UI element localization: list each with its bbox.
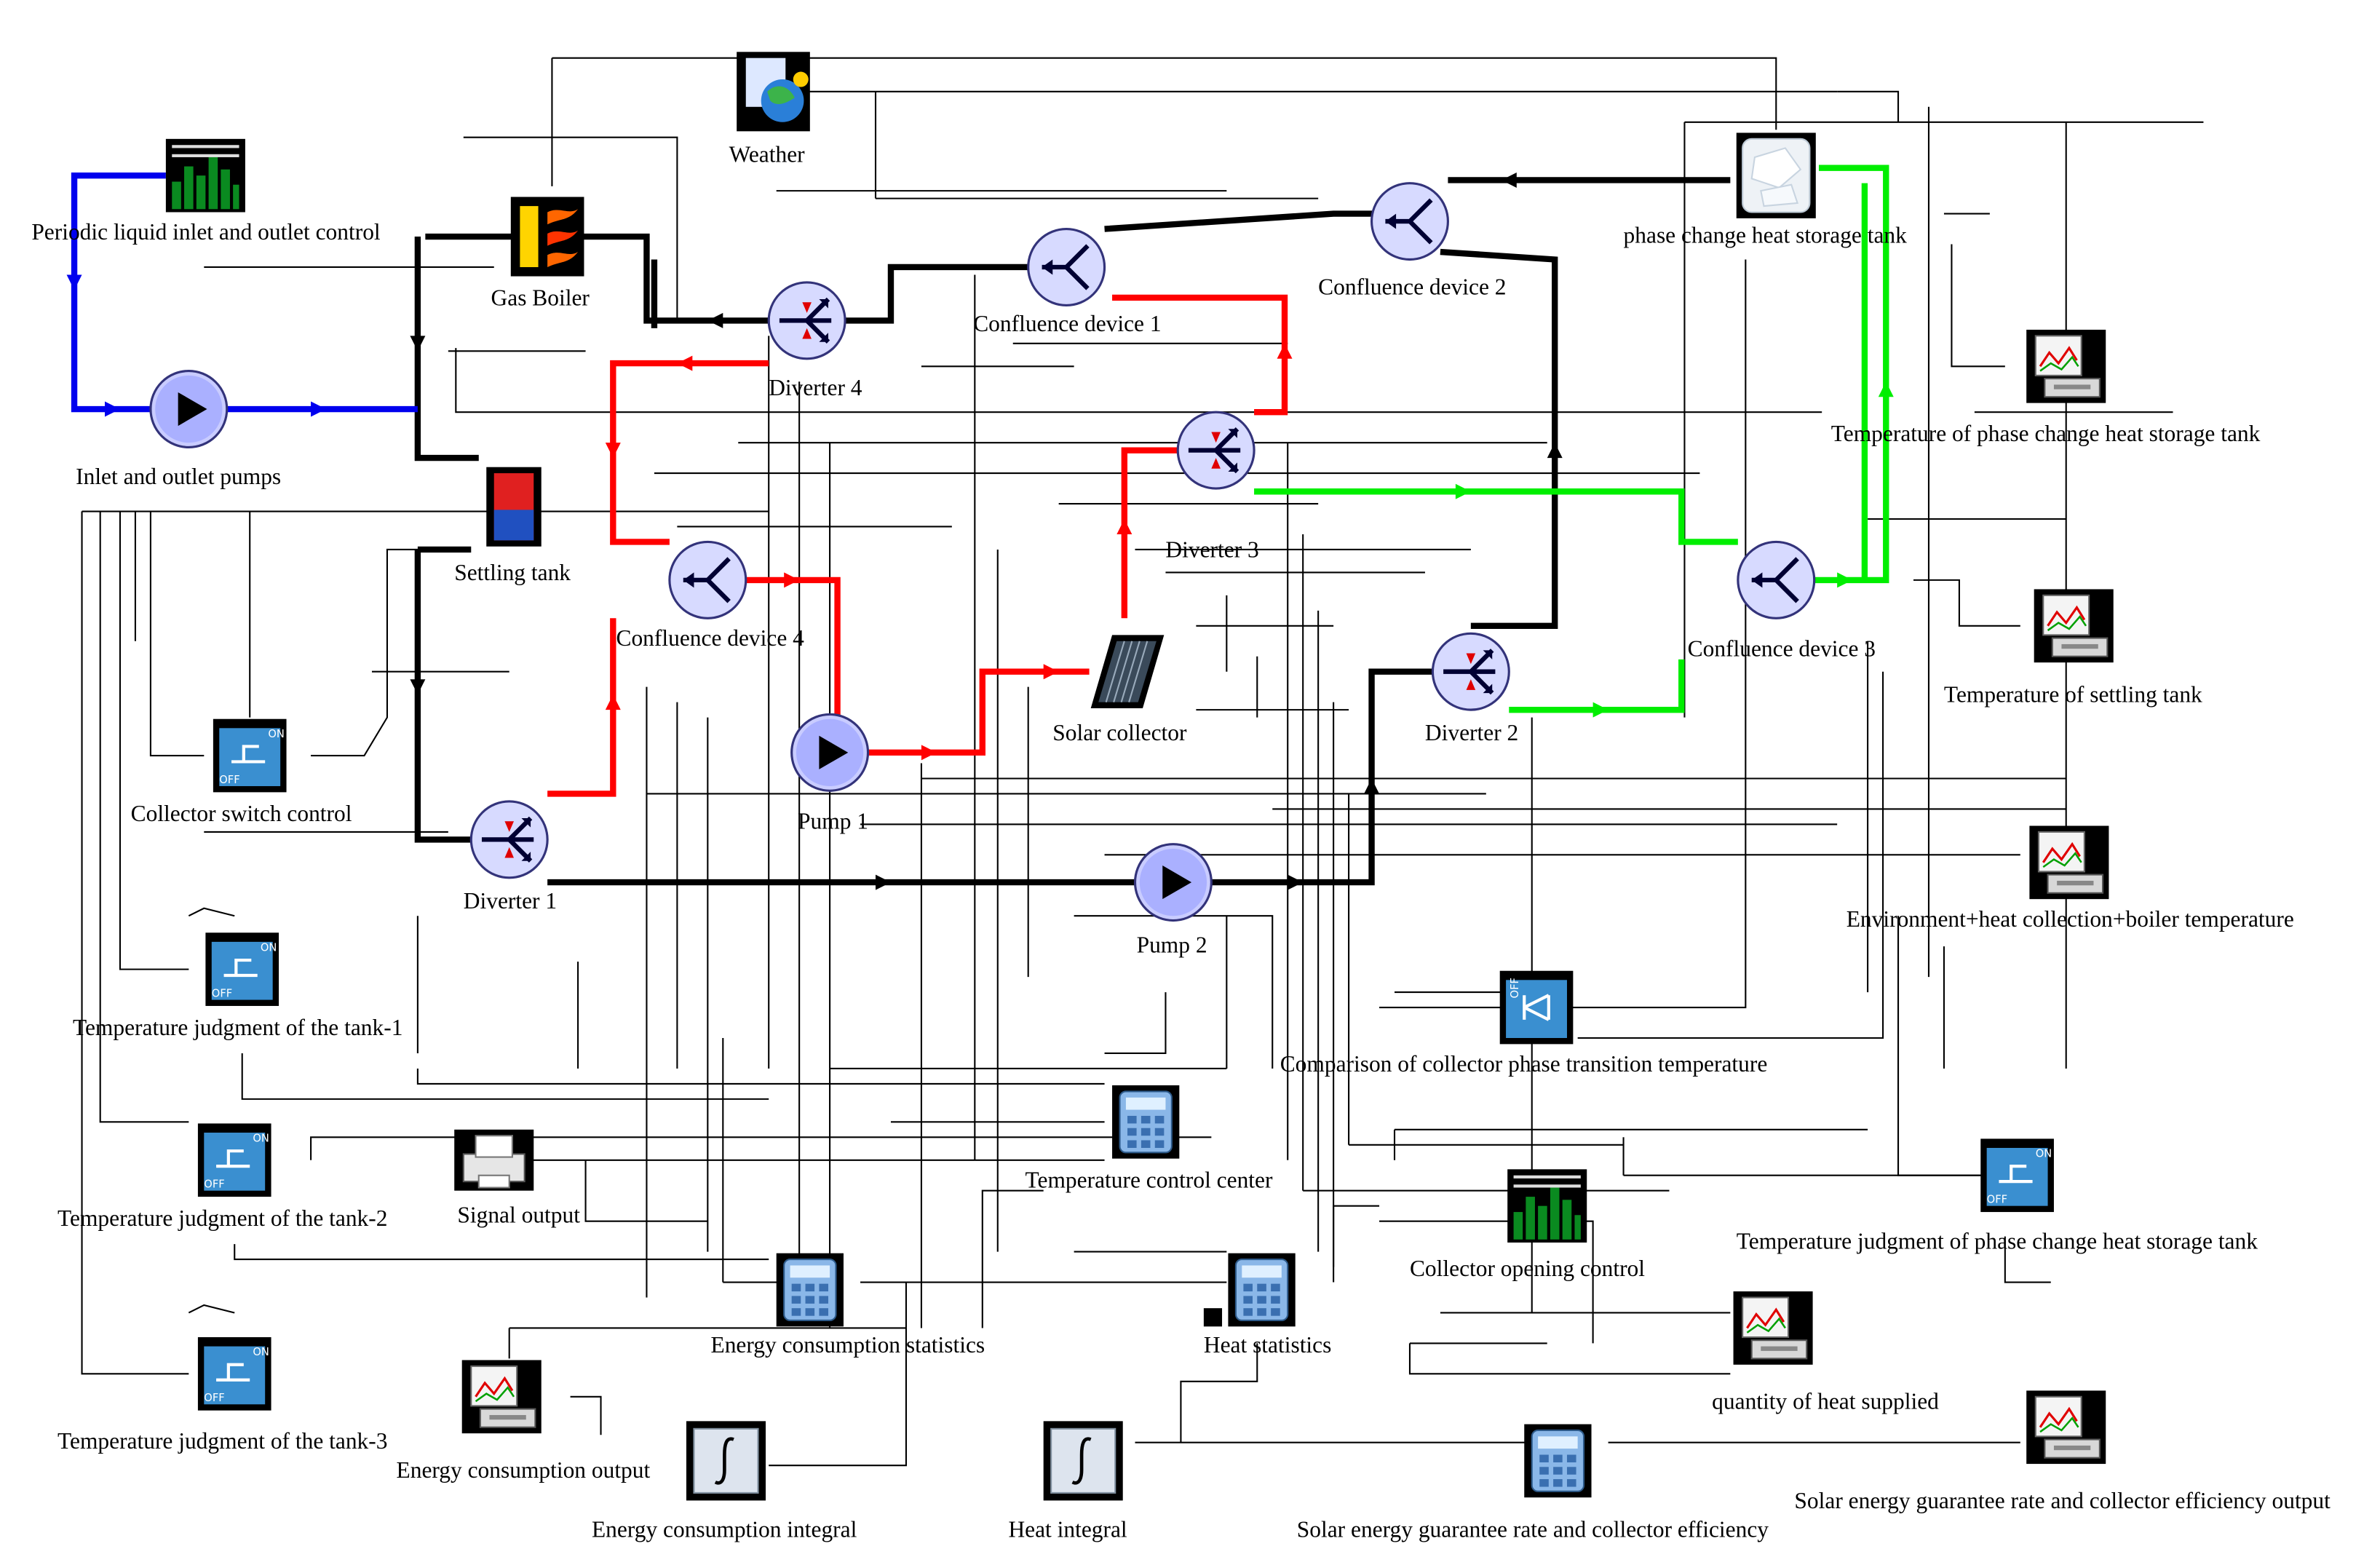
weather-globe-icon[interactable]: [737, 52, 810, 132]
label-solar-guarantee: Solar energy guarantee rate and collecto…: [1297, 1517, 1769, 1542]
label-inlet-pumps: Inlet and outlet pumps: [76, 464, 281, 489]
label-gas-boiler: Gas Boiler: [491, 285, 590, 310]
pump-icon[interactable]: [149, 370, 229, 449]
label-heat-stats: Heat statistics: [1204, 1332, 1332, 1358]
pump-icon[interactable]: [1133, 843, 1213, 922]
label-tank-judge1: Temperature judgment of the tank-1: [73, 1015, 402, 1040]
label-pcm-judge: Temperature judgment of phase change hea…: [1737, 1228, 2258, 1253]
label-pump1: Pump 1: [798, 809, 868, 834]
label-collector-opening: Collector opening control: [1410, 1256, 1645, 1281]
signal-wires: [81, 57, 2204, 1467]
label-collector-switch: Collector switch control: [131, 801, 352, 826]
label-diverter1: Diverter 1: [464, 888, 557, 914]
label-pcm-tank: phase change heat storage tank: [1624, 222, 1908, 247]
label-settling-tank: Settling tank: [454, 560, 571, 585]
label-heat-supplied: quantity of heat supplied: [1712, 1389, 1939, 1414]
calculator-icon[interactable]: [1523, 1423, 1592, 1499]
confluence-icon[interactable]: [670, 542, 746, 618]
svg-text:OFF: OFF: [1509, 978, 1521, 998]
label-periodic-control: Periodic liquid inlet and outlet control: [31, 219, 381, 245]
confluence-icon[interactable]: [1028, 229, 1105, 306]
label-energy-output: Energy consumption output: [397, 1457, 651, 1483]
comparator-switch-icon[interactable]: OFF: [1499, 970, 1574, 1045]
bar-chart-icon[interactable]: [165, 138, 245, 213]
diverter-icon[interactable]: [1432, 633, 1509, 710]
printer-icon[interactable]: [453, 1128, 535, 1192]
junction-marker: [1203, 1308, 1223, 1327]
label-temp-center: Temperature control center: [1026, 1168, 1273, 1193]
on-off-switch-icon[interactable]: [205, 932, 279, 1006]
calculator-icon[interactable]: [1227, 1252, 1296, 1328]
storage-loop-pipe: [1254, 165, 1889, 713]
confluence-icon[interactable]: [1372, 183, 1448, 260]
label-tank-judge2: Temperature judgment of the tank-2: [57, 1205, 387, 1231]
on-off-switch-icon[interactable]: [213, 719, 287, 793]
plotter-monitor-icon[interactable]: [2028, 824, 2111, 900]
label-energy-integral: Energy consumption integral: [592, 1517, 857, 1542]
label-confluence2: Confluence device 2: [1318, 274, 1506, 300]
label-confluence4: Confluence device 4: [616, 625, 805, 651]
integral-icon[interactable]: [1044, 1421, 1123, 1500]
component-labels: Weather Periodic liquid inlet and outlet…: [31, 141, 2331, 1542]
diverter-icon[interactable]: [1178, 412, 1254, 488]
solar-panel-icon[interactable]: [1090, 635, 1165, 709]
calculator-icon[interactable]: [1111, 1084, 1181, 1160]
plotter-monitor-icon[interactable]: [2033, 587, 2115, 664]
label-weather: Weather: [729, 141, 805, 167]
label-signal-output: Signal output: [457, 1203, 580, 1228]
label-env-temp: Environment+heat collection+boiler tempe…: [1847, 906, 2294, 932]
bar-chart-icon[interactable]: [1507, 1169, 1587, 1243]
label-heat-integral: Heat integral: [1008, 1517, 1127, 1542]
label-solar-output: Solar energy guarantee rate and collecto…: [1794, 1488, 2331, 1513]
boiler-flame-icon[interactable]: [510, 197, 584, 277]
label-confluence3: Confluence device 3: [1688, 636, 1876, 662]
pump-icon[interactable]: [790, 713, 870, 792]
label-confluence1: Confluence device 1: [973, 311, 1161, 336]
diverter-icon[interactable]: [471, 801, 547, 878]
label-diverter4: Diverter 4: [769, 375, 862, 400]
cold-water-pipe: [71, 172, 418, 413]
label-diverter3: Diverter 3: [1165, 536, 1258, 562]
calculator-icon[interactable]: [775, 1252, 845, 1328]
tank-icon[interactable]: [486, 467, 542, 547]
plotter-monitor-icon[interactable]: [461, 1358, 543, 1435]
ice-block-icon[interactable]: [1736, 132, 1816, 218]
plotter-monitor-icon[interactable]: [2025, 328, 2107, 405]
label-pump2: Pump 2: [1137, 932, 1207, 958]
on-off-switch-icon[interactable]: [1980, 1138, 2054, 1212]
label-comparison: Comparison of collector phase transition…: [1280, 1051, 1768, 1077]
integral-icon[interactable]: [686, 1421, 766, 1500]
label-solar-collector: Solar collector: [1052, 720, 1187, 745]
label-settling-temp: Temperature of settling tank: [1944, 682, 2202, 708]
plotter-monitor-icon[interactable]: [1732, 1290, 1814, 1366]
confluence-icon[interactable]: [1738, 542, 1814, 618]
on-off-switch-icon[interactable]: [198, 1123, 271, 1197]
label-pcm-temp: Temperature of phase change heat storage…: [1831, 421, 2261, 446]
on-off-switch-icon[interactable]: [198, 1337, 271, 1411]
label-tank-judge3: Temperature judgment of the tank-3: [57, 1428, 387, 1454]
diverter-icon[interactable]: [769, 282, 845, 359]
label-energy-stats: Energy consumption statistics: [711, 1332, 985, 1358]
flow-arrows: [66, 172, 1894, 890]
label-diverter2: Diverter 2: [1425, 720, 1518, 745]
plotter-monitor-icon[interactable]: [2025, 1389, 2107, 1465]
